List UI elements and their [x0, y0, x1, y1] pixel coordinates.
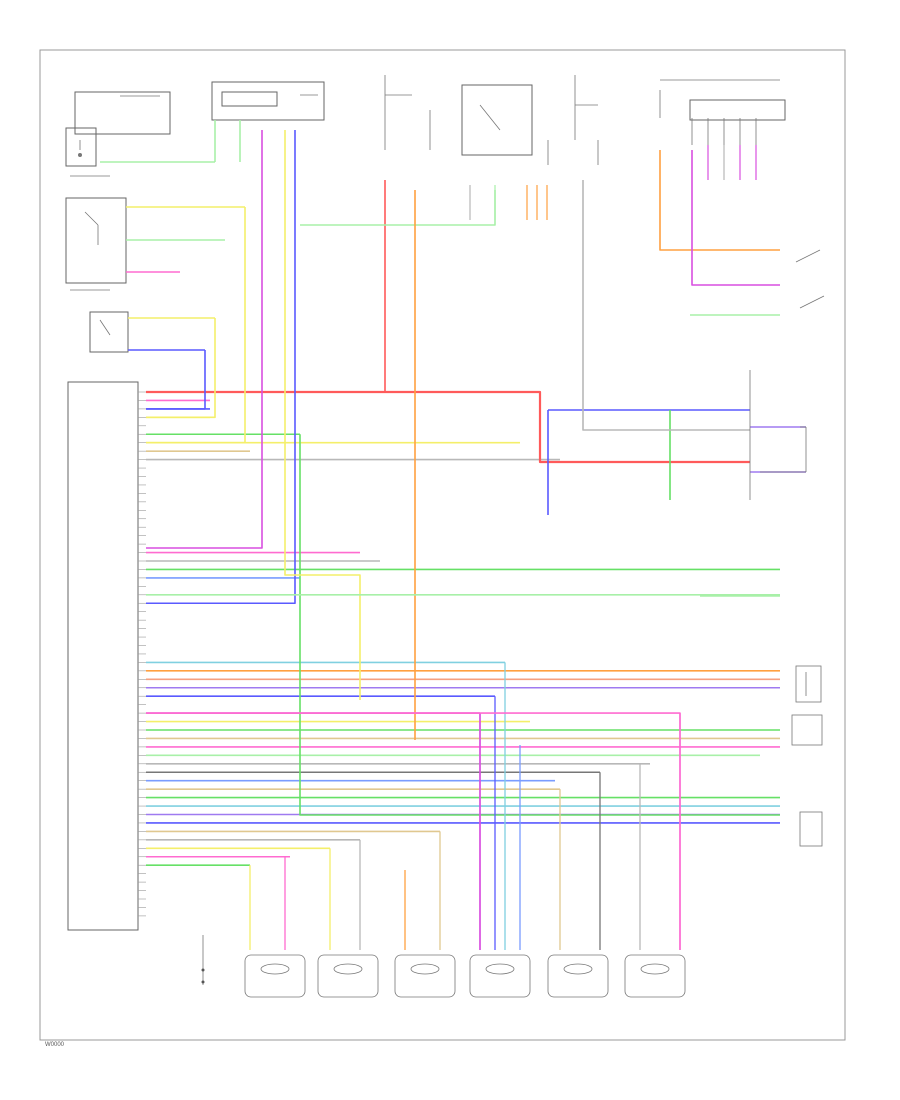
wheel-sensor-face — [260, 963, 290, 975]
wires — [146, 120, 806, 950]
wire-red-power — [146, 390, 750, 464]
top-right-connectors — [659, 79, 825, 309]
wire-orange-tr — [659, 150, 780, 251]
brake-fluid-level-switch — [65, 91, 215, 177]
pressure-sensor-connector — [795, 665, 822, 703]
wheel-sensor-face — [563, 963, 593, 975]
wire-blue-bls — [146, 350, 206, 410]
page-frame — [39, 49, 846, 1041]
fuse-relay-group — [384, 75, 599, 165]
brake-system-control-module — [67, 381, 146, 931]
wheel-sensor-face — [410, 963, 440, 975]
junction-block — [211, 81, 325, 121]
page-code: W0000 — [45, 1042, 65, 1048]
wheel-sensor-2 — [317, 954, 379, 998]
module-pins — [138, 391, 146, 917]
wheel-sensor-face — [485, 963, 515, 975]
wheel-sensor-1 — [244, 954, 306, 998]
wire-magenta-vert — [146, 130, 263, 549]
traction-control-switch — [65, 197, 245, 291]
wheel-sensor-face — [640, 963, 670, 975]
wire-green-top — [300, 190, 496, 226]
wheel-sensor-3 — [394, 954, 456, 998]
wire-blue-vert — [146, 130, 296, 605]
wire-gray-vert — [582, 180, 750, 431]
data-link-connector — [749, 370, 807, 500]
wire-pink-to-sensor — [146, 712, 681, 950]
wire-yellow-bls — [146, 318, 216, 419]
wheel-sensors — [244, 954, 686, 998]
ground-stub — [201, 935, 205, 985]
wheel-sensor-face — [333, 963, 363, 975]
wheel-sensor-6 — [624, 954, 686, 998]
wheel-sensor-4 — [469, 954, 531, 998]
brake-pressure-sensor-connector — [791, 714, 823, 746]
accumulator-pressure-sensor — [799, 811, 823, 847]
wire-magenta-tr — [691, 150, 780, 286]
brake-light-switch — [89, 311, 215, 353]
wire-green-long — [299, 434, 780, 816]
wire-yellow-vert — [284, 130, 361, 700]
wheel-sensor-5 — [547, 954, 609, 998]
wire-yellow-tcs — [146, 207, 246, 444]
